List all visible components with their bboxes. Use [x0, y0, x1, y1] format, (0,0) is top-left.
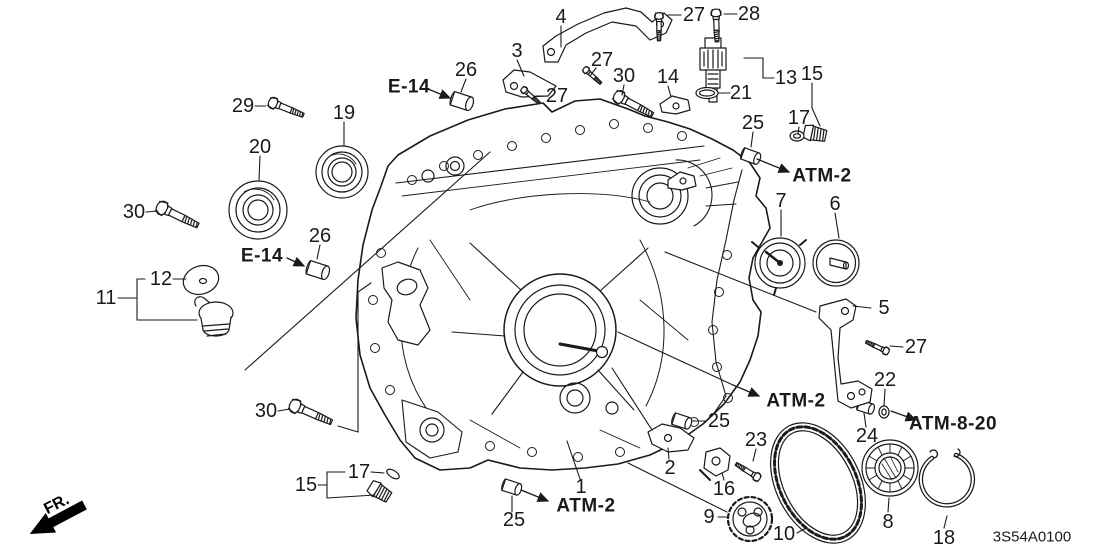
bolt-30-left: [153, 198, 202, 233]
dowel-26-top: [448, 90, 476, 113]
fr-arrow: [29, 500, 87, 535]
reference-arrows: [287, 89, 918, 502]
leader-lines: [118, 14, 947, 533]
plug-15-right: [790, 122, 828, 145]
bolt-27-mid: [581, 65, 604, 87]
bracket-2: [648, 424, 694, 452]
bushing-25-bottom: [500, 478, 524, 497]
bracket-4: [543, 8, 672, 62]
plug-11: [195, 297, 233, 336]
diagram-code: 3S54A0100: [992, 528, 1072, 546]
o-ring-22: [879, 406, 889, 418]
cover-7: [752, 238, 806, 295]
bolt-30-bottom: [286, 396, 335, 430]
bracket-3: [503, 70, 556, 97]
bolt-23: [733, 459, 763, 483]
ring-6: [813, 240, 859, 286]
bolt-28: [710, 8, 723, 43]
bolt-27-right: [864, 337, 891, 357]
washer-12: [180, 261, 223, 299]
bracket-14: [660, 96, 696, 190]
oil-seal-19: [316, 146, 368, 198]
snap-ring-18: [921, 449, 973, 505]
o-ring-21: [696, 88, 718, 99]
bolt-29: [266, 95, 307, 122]
dowel-26-left: [304, 259, 332, 282]
chain-10: [752, 407, 885, 554]
torque-converter-case: [356, 99, 770, 470]
sprocket-9: [728, 497, 772, 541]
plug-15-left: [365, 467, 401, 505]
joint-16: [700, 448, 730, 480]
oil-seal-20: [229, 181, 287, 239]
bracket-5: [819, 299, 872, 408]
sensor-13: [700, 38, 726, 102]
bearing-8: [862, 440, 918, 496]
